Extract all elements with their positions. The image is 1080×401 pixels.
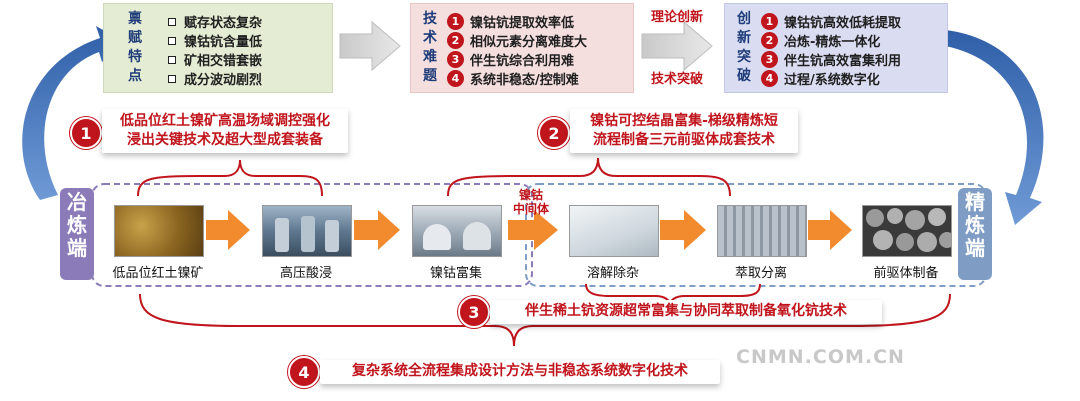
callout-2-badge: 2	[538, 117, 570, 149]
process-arrow-3	[508, 210, 558, 250]
step-label: 镍钴富集	[429, 266, 482, 281]
step-label: 前驱体制备	[873, 266, 939, 281]
innovations-vertical-label: 创 新 突 破	[737, 11, 751, 84]
callout-2: 镍钴可控结晶富集-梯级精炼短 流程制备三元前驱体成套技术	[570, 109, 798, 153]
refining-end-label: 精 炼 端	[958, 188, 992, 280]
precursor-particles	[866, 208, 951, 252]
process-arrow-4	[660, 210, 706, 250]
high-pressure-leaching-image	[262, 205, 352, 257]
callout-3-badge: 3	[458, 296, 490, 328]
nickel-cobalt-enrichment-image	[412, 205, 502, 257]
extraction-separation-image	[717, 205, 807, 257]
characteristic-item: 赋存状态复杂	[168, 12, 262, 31]
characteristic-item: 成分波动剧烈	[168, 69, 262, 88]
characteristics-box: 禀 赋 特 点 赋存状态复杂 镍钴钪含量低 矿相交错套嵌 成分波动剧烈	[103, 3, 333, 93]
process-arrow-2	[354, 210, 400, 250]
right-curved-arrow	[945, 30, 1044, 225]
smelting-end-label: 冶 炼 端	[60, 188, 94, 280]
dissolution-purification-image	[569, 205, 659, 257]
watermark-text: CNMN.COM.CN	[736, 346, 905, 368]
callout-4: 复杂系统全流程集成设计方法与非稳态系统数字化技术	[320, 360, 720, 384]
precursor-image	[862, 205, 952, 257]
callout-1: 低品位红土镍矿高温场域调控强化 浸出关键技术及超大型成套装备	[102, 109, 348, 153]
characteristic-item: 镍钴钪含量低	[168, 31, 262, 50]
step-label: 高压酸浸	[279, 266, 332, 281]
theory-innovation-label: 理论创新	[650, 10, 703, 25]
process-arrow-1	[206, 210, 250, 250]
characteristics-vertical-label: 禀 赋 特 点	[128, 11, 142, 84]
checkbox-icon	[168, 55, 176, 64]
step-label: 低品位红土镍矿	[112, 266, 204, 281]
step-label: 溶解除杂	[586, 266, 639, 281]
bracket-2	[447, 157, 731, 197]
gray-arrow-2	[641, 20, 713, 72]
intermediate-label: 镍钴 中间体	[512, 188, 549, 216]
checkbox-icon	[168, 17, 176, 26]
process-arrow-5	[808, 210, 852, 250]
bracket-1	[137, 159, 323, 197]
checkbox-icon	[168, 74, 176, 83]
checkbox-icon	[168, 36, 176, 45]
step-label: 萃取分离	[734, 266, 787, 281]
gray-arrow-1	[339, 20, 401, 72]
callout-4-badge: 4	[288, 356, 320, 388]
callout-3: 伴生稀土钪资源超常富集与协同萃取制备氧化钪技术	[490, 300, 882, 324]
problems-vertical-label: 技 术 难 题	[423, 11, 437, 84]
callout-1-badge: 1	[70, 117, 102, 149]
bracket-4	[139, 293, 951, 347]
characteristic-item: 矿相交错套嵌	[168, 50, 262, 69]
laterite-ore-image	[114, 205, 204, 257]
tech-breakthrough-label: 技术突破	[650, 72, 703, 87]
